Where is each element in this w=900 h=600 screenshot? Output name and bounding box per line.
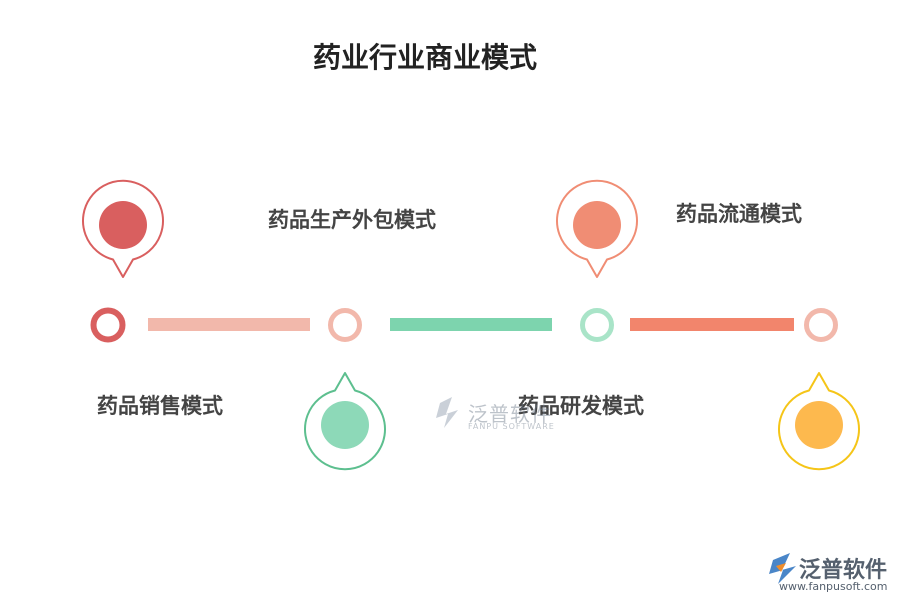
label-sales-mode: 药品销售模式 <box>97 393 223 418</box>
timeline-segment-2 <box>390 318 552 331</box>
map-pin-icon-4 <box>778 372 860 471</box>
brand-logo-icon <box>769 553 796 584</box>
watermark-brand-en: FANPU SOFTWARE <box>468 422 555 431</box>
diagram-title: 药业行业商业模式 <box>312 41 537 74</box>
watermark-brand-cn: 泛普软件 <box>468 402 552 426</box>
label-outsourcing-mode: 药品生产外包模式 <box>268 207 436 232</box>
timeline-segment-1 <box>148 318 310 331</box>
timeline-node-1 <box>90 307 126 343</box>
label-distribution-mode: 药品流通模式 <box>676 201 802 226</box>
timeline-node-2 <box>328 308 362 342</box>
map-pin-icon-3 <box>556 179 638 278</box>
map-pin-icon-2 <box>304 372 386 471</box>
timeline-node-4 <box>804 308 838 342</box>
timeline-node-3 <box>580 308 614 342</box>
timeline-segment-3 <box>630 318 794 331</box>
map-pin-icon-1 <box>82 179 164 278</box>
brand-url: www.fanpusoft.com <box>779 580 888 593</box>
label-rnd-mode: 药品研发模式 <box>518 393 644 418</box>
watermark-logo-icon <box>436 397 458 428</box>
brand-name: 泛普软件 <box>799 558 888 583</box>
